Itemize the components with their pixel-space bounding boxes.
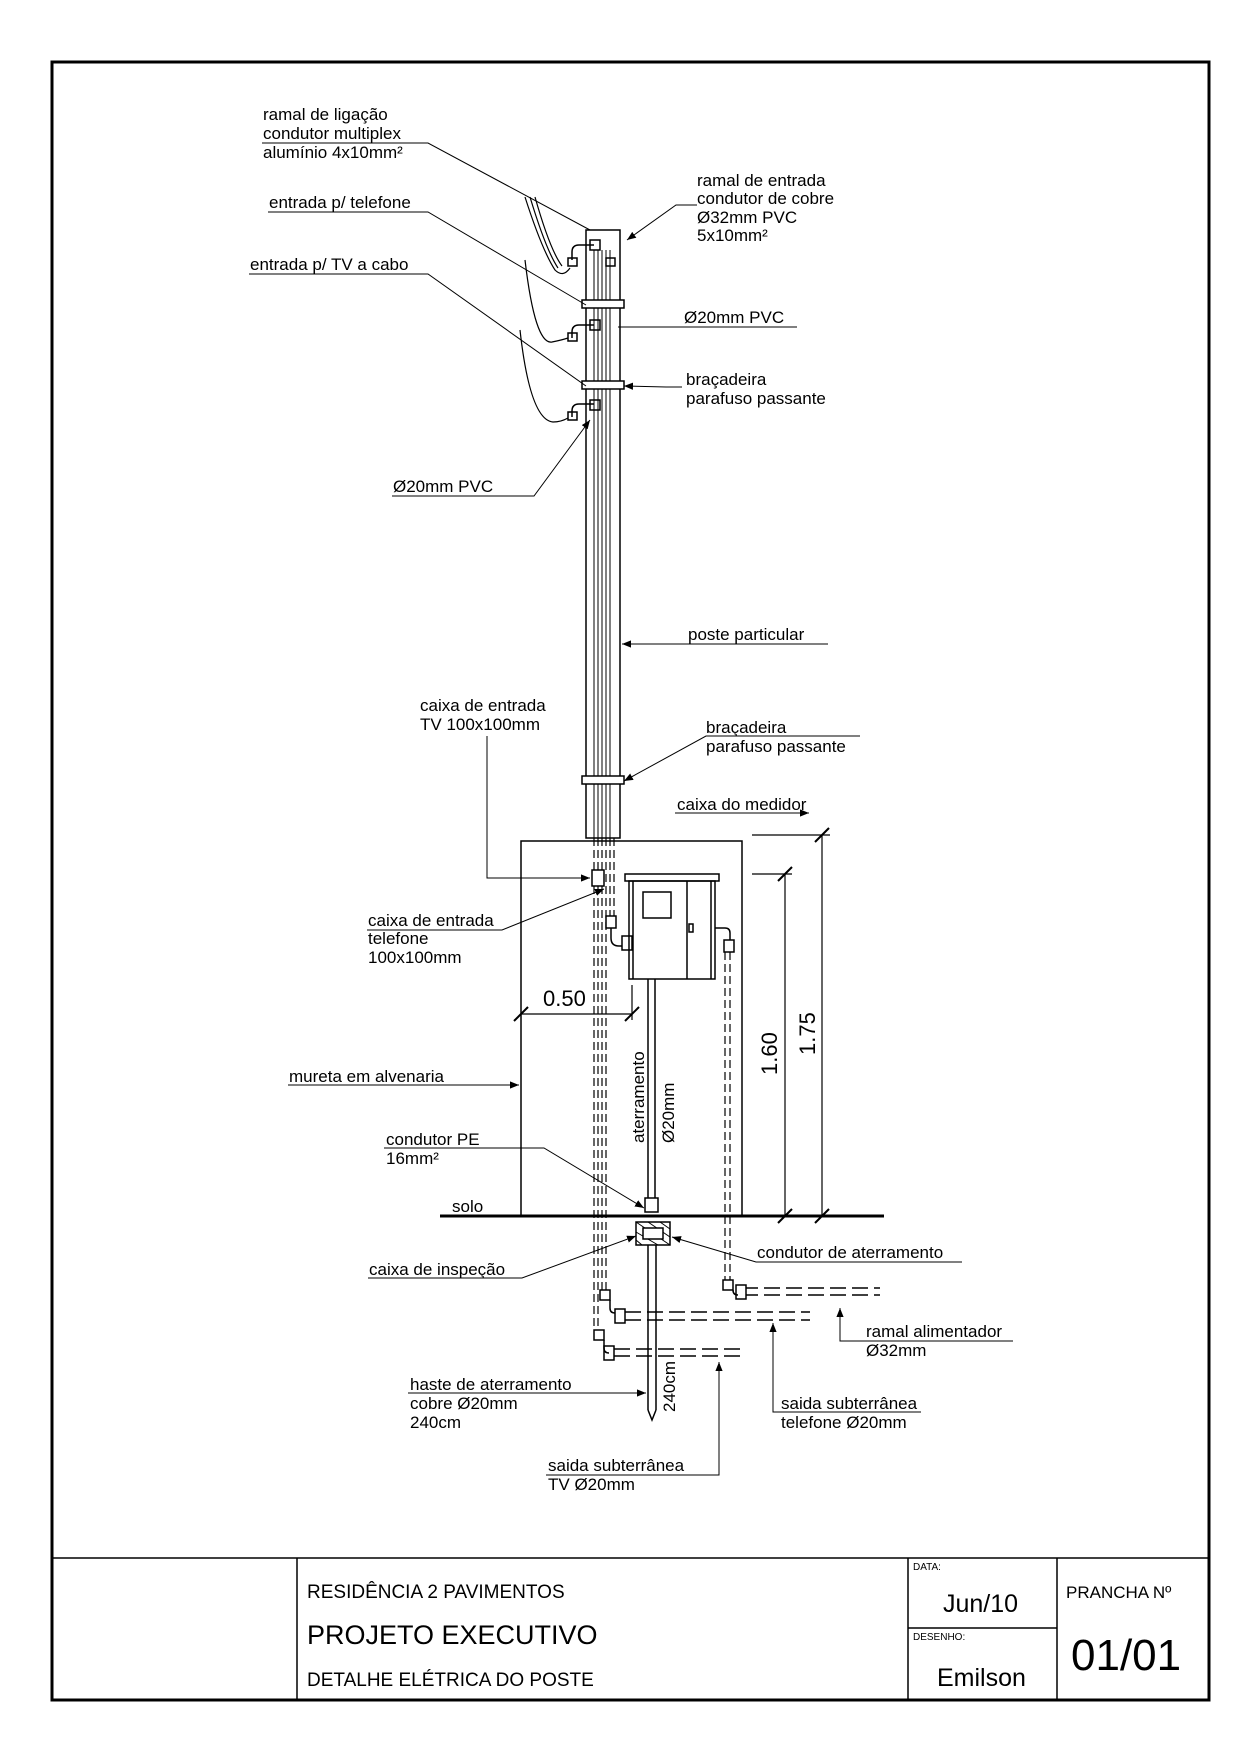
tv-entry-box	[591, 869, 605, 887]
svg-text:haste de aterramento: haste de aterramento	[410, 1375, 572, 1394]
callout-caixa-tv: caixa de entrada TV 100x100mm	[420, 696, 546, 734]
project-phase: PROJETO EXECUTIVO	[307, 1620, 598, 1650]
svg-text:telefone Ø20mm: telefone Ø20mm	[781, 1413, 907, 1432]
callout-poste: poste particular	[688, 625, 805, 644]
drawn-by-label: DESENHO:	[913, 1632, 965, 1643]
dim-width-050: 0.50	[543, 986, 586, 1011]
svg-text:cobre Ø20mm: cobre Ø20mm	[410, 1394, 518, 1413]
svg-text:braçadeira: braçadeira	[686, 370, 767, 389]
leader-lines	[249, 142, 1013, 1476]
wall	[520, 840, 743, 1217]
svg-text:caixa de entrada: caixa de entrada	[420, 696, 546, 715]
dim-height-160: 1.60	[757, 1032, 782, 1075]
svg-text:TV Ø20mm: TV Ø20mm	[548, 1475, 635, 1494]
embedded-conduits	[593, 838, 731, 1330]
callout-caixa-telefone: caixa de entrada telefone 100x100mm	[368, 911, 494, 967]
svg-text:caixa de entrada: caixa de entrada	[368, 911, 494, 930]
ground-rod	[647, 1245, 657, 1423]
svg-text:100x100mm: 100x100mm	[368, 948, 462, 967]
callout-entrada-tv: entrada p/ TV a cabo	[250, 255, 408, 274]
svg-text:ramal de ligação: ramal de ligação	[263, 105, 388, 124]
inspection-box	[635, 1221, 671, 1246]
dimension-lines	[513, 827, 830, 1224]
svg-text:ramal alimentador: ramal alimentador	[866, 1322, 1002, 1341]
callout-ramal-entrada: ramal de entrada condutor de cobre Ø32mm…	[697, 171, 834, 245]
callout-condutor-aterramento: condutor de aterramento	[757, 1243, 943, 1262]
svg-text:parafuso passante: parafuso passante	[686, 389, 826, 408]
svg-text:condutor de cobre: condutor de cobre	[697, 189, 834, 208]
svg-text:telefone: telefone	[368, 929, 429, 948]
svg-text:16mm²: 16mm²	[386, 1149, 439, 1168]
dim-height-175: 1.75	[795, 1012, 820, 1055]
conduit-elbows	[593, 1279, 747, 1361]
svg-text:alumínio 4x10mm²: alumínio 4x10mm²	[263, 143, 403, 162]
svg-text:240cm: 240cm	[410, 1413, 461, 1432]
callout-saida-telefone: saida subterrânea telefone Ø20mm	[781, 1394, 918, 1432]
svg-text:condutor PE: condutor PE	[386, 1130, 480, 1149]
sheet-number: 01/01	[1071, 1631, 1181, 1680]
project-title: RESIDÊNCIA 2 PAVIMENTOS	[307, 1581, 565, 1603]
svg-text:saida subterrânea: saida subterrânea	[781, 1394, 918, 1413]
svg-text:TV 100x100mm: TV 100x100mm	[420, 715, 540, 734]
svg-text:braçadeira: braçadeira	[706, 718, 787, 737]
sheet-border	[50, 60, 1211, 1702]
grounding-conductor	[644, 979, 659, 1213]
callout-pvc-left: Ø20mm PVC	[393, 477, 493, 496]
callout-bracadeira-bottom: braçadeira parafuso passante	[706, 718, 846, 756]
svg-text:5x10mm²: 5x10mm²	[697, 226, 768, 245]
callout-ramal-ligacao: ramal de ligação condutor multiplex alum…	[263, 105, 403, 162]
callout-caixa-medidor: caixa do medidor	[677, 795, 807, 814]
label-aterramento: aterramento	[629, 1051, 648, 1143]
svg-text:Ø32mm PVC: Ø32mm PVC	[697, 208, 797, 227]
title-block	[52, 1557, 1209, 1700]
callout-pvc-right: Ø20mm PVC	[684, 308, 784, 327]
drawing-title: DETALHE ELÉTRICA DO POSTE	[307, 1670, 594, 1691]
sheet-number-label: PRANCHA Nº	[1066, 1583, 1171, 1602]
callout-entrada-telefone: entrada p/ telefone	[269, 193, 411, 212]
callout-solo: solo	[452, 1197, 483, 1216]
date-label: DATA:	[913, 1562, 941, 1573]
callout-mureta: mureta em alvenaria	[289, 1067, 445, 1086]
svg-text:parafuso passante: parafuso passante	[706, 737, 846, 756]
phone-entry-fitting	[605, 915, 633, 951]
svg-text:condutor multiplex: condutor multiplex	[263, 124, 401, 143]
callout-caixa-inspecao: caixa de inspeção	[369, 1260, 505, 1279]
pole	[567, 229, 625, 839]
drawn-by-value: Emilson	[937, 1664, 1026, 1692]
date-value: Jun/10	[943, 1590, 1018, 1618]
service-drop-cables	[519, 196, 571, 423]
callout-haste: haste de aterramento cobre Ø20mm 240cm	[410, 1375, 572, 1432]
label-aterramento-dia: Ø20mm	[659, 1083, 678, 1143]
label-haste-length: 240cm	[660, 1361, 679, 1412]
meter-box	[624, 873, 735, 980]
callout-ramal-alimentador: ramal alimentador Ø32mm	[866, 1322, 1002, 1360]
svg-text:Ø32mm: Ø32mm	[866, 1341, 926, 1360]
callout-bracadeira-top: braçadeira parafuso passante	[686, 370, 826, 408]
svg-text:saida subterrânea: saida subterrânea	[548, 1456, 685, 1475]
svg-text:ramal de entrada: ramal de entrada	[697, 171, 826, 190]
callout-condutor-pe: condutor PE 16mm²	[386, 1130, 480, 1168]
callout-saida-tv: saida subterrânea TV Ø20mm	[548, 1456, 685, 1494]
